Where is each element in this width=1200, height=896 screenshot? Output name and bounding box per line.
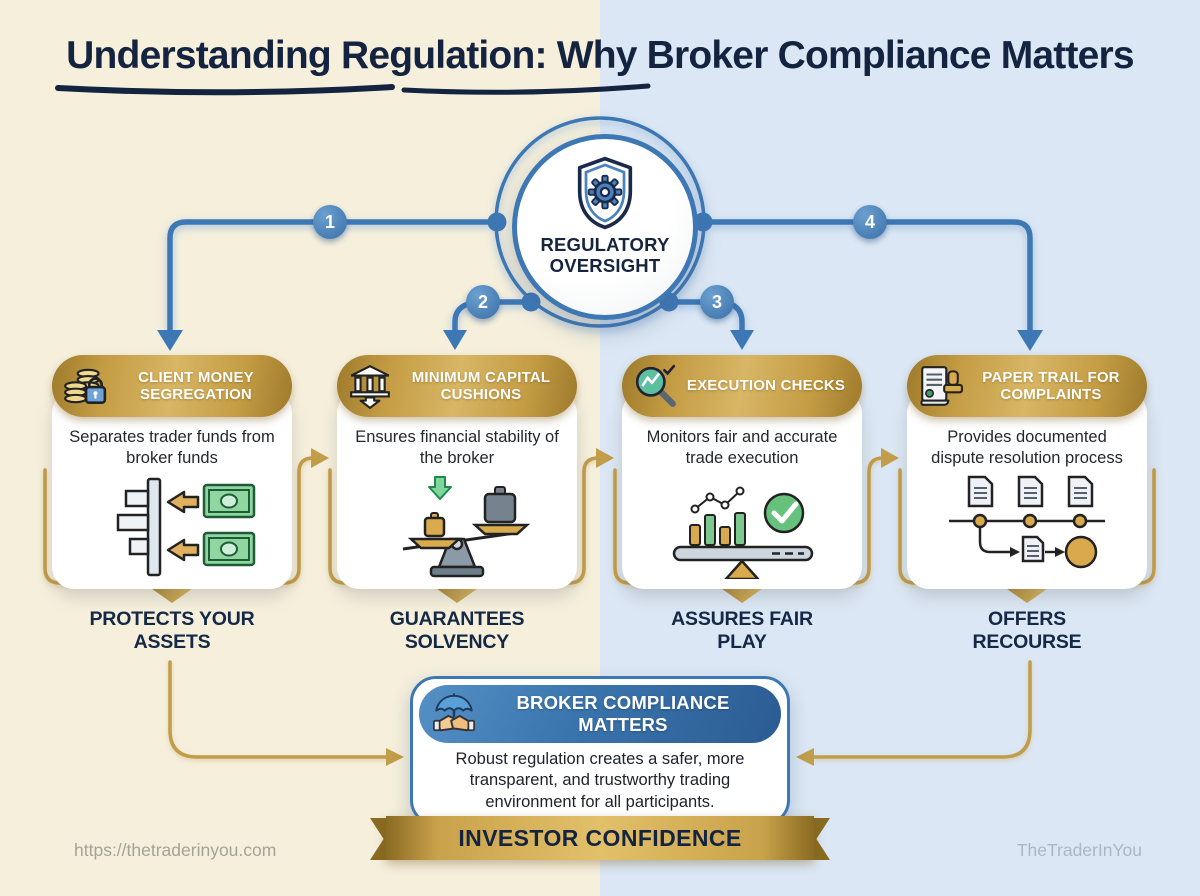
ring-node-bottom-left [521,292,541,312]
conclusion-title: BROKER COMPLIANCE MATTERS [516,692,730,735]
umbrella-handshake-icon [433,693,475,732]
outcome-offers-recourse: OFFERS RECOURSE [972,608,1082,653]
card-header: PAPER TRAIL FOR COMPLAINTS [907,355,1147,417]
gold-arrowheads [311,448,899,766]
card-header: CLIENT MONEY SEGREGATION [52,355,292,417]
outcome-assures-fair-play: ASSURES FAIR PLAY [671,608,813,653]
card-paper-trail-for-complaints: PAPER TRAIL FOR COMPLAINTS Provides docu… [907,355,1147,589]
card-title: PAPER TRAIL FOR COMPLAINTS [982,368,1120,403]
card-title: CLIENT MONEY SEGREGATION [138,368,254,403]
branch-badge-3: 3 [700,285,734,319]
outcome-to-conclusion-right [812,660,1032,759]
outcome-to-conclusion-left [168,660,388,759]
card-body: Provides documented dispute resolution p… [907,391,1147,589]
branch-line-1 [167,219,500,334]
chart-check-balance-icon [672,486,814,580]
card-description: Ensures financial stability of the broke… [355,428,559,468]
card-body: Separates trader funds from broker funds [52,391,292,589]
card-description: Monitors fair and accurate trade executi… [646,428,838,468]
card-description: Provides documented dispute resolution p… [931,428,1123,468]
card-title: MINIMUM CAPITAL CUSHIONS [411,368,551,403]
card-header: MINIMUM CAPITAL CUSHIONS [337,355,577,417]
branch-line-4 [700,219,1033,334]
outcome-protects-your-assets: PROTECTS YOUR ASSETS [89,608,255,653]
ring-node-left [487,212,507,232]
conclusion-description: Robust regulation creates a safer, more … [455,750,745,811]
ring-node-right [693,212,713,232]
document-stamp-icon [920,366,963,406]
card-description: Separates trader funds from broker funds [69,428,275,468]
hub-label: REGULATORY OVERSIGHT [540,234,670,276]
conclusion-box: BROKER COMPLIANCE MATTERS Robust regulat… [410,676,790,826]
ribbon-band: INVESTOR CONFIDENCE [386,816,814,860]
magnifier-chart-icon [635,364,676,407]
bank-icon [350,364,390,409]
coins-lock-icon [64,368,107,405]
branch-arrowheads [157,212,1043,351]
card-body: Monitors fair and accurate trade executi… [622,391,862,589]
outcome-guarantees-solvency: GUARANTEES SOLVENCY [389,608,525,653]
document-flow-icon [949,475,1105,569]
regulatory-oversight-hub: REGULATORY OVERSIGHT [512,134,698,320]
investor-confidence-ribbon: INVESTOR CONFIDENCE [370,816,830,860]
card-header: EXECUTION CHECKS [622,355,862,417]
card-body: Ensures financial stability of the broke… [337,391,577,589]
ribbon-label: INVESTOR CONFIDENCE [458,824,742,851]
title-underline [55,83,651,96]
shield-gear-icon [577,156,633,230]
card-title: EXECUTION CHECKS [686,377,846,395]
footer-url: https://thetraderinyou.com [74,840,277,860]
card-minimum-capital-cushions: MINIMUM CAPITAL CUSHIONS Ensures financi… [337,355,577,589]
footer-brand: TheTraderInYou [1016,840,1142,860]
branch-badge-2: 2 [466,285,500,319]
funds-separation-icon [116,477,256,577]
card-execution-checks: EXECUTION CHECKS Monitors fair and accur… [622,355,862,589]
branch-badge-1: 1 [313,205,347,239]
balance-scale-icon [402,476,531,578]
page-title: Understanding Regulation: Why Broker Com… [66,34,1134,77]
card-client-money-segregation: CLIENT MONEY SEGREGATION Separates trade… [52,355,292,589]
branch-badge-4: 4 [853,205,887,239]
conclusion-header: BROKER COMPLIANCE MATTERS [419,685,781,743]
